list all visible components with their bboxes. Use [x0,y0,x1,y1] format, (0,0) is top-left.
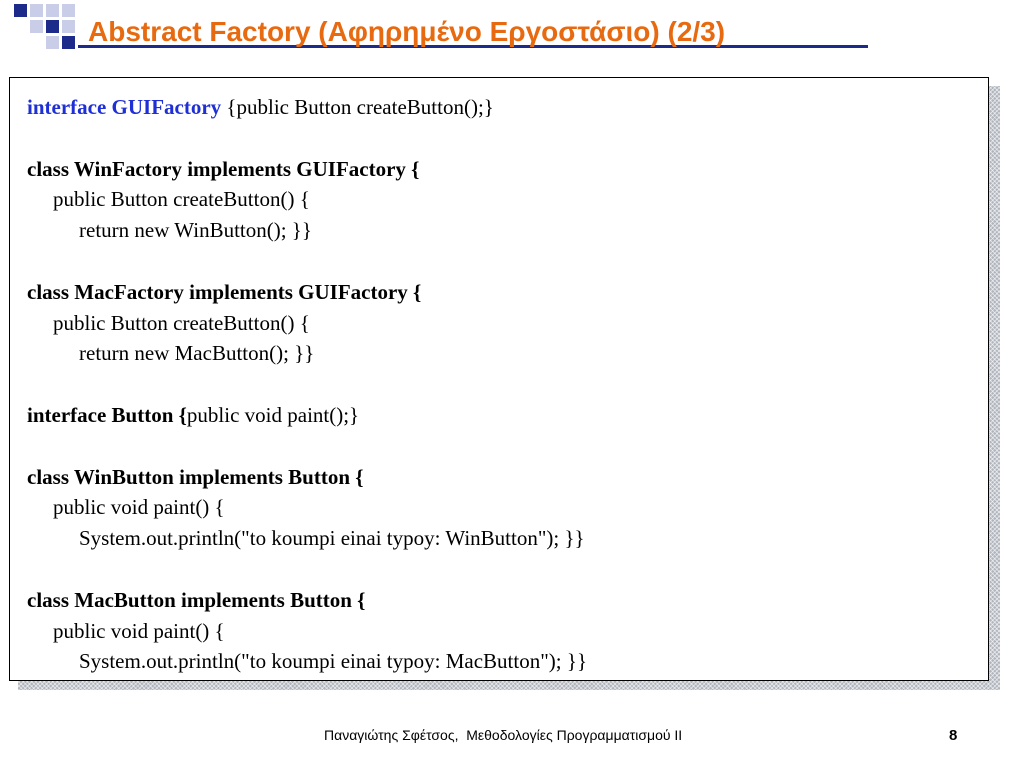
code-line: public void paint() { [53,618,225,643]
code-line: System.out.println("to koumpi einai typo… [79,526,585,551]
code-blank-line [27,369,587,400]
code-listing: interface GUIFactory {public Button crea… [27,92,587,677]
code-keyword: interface GUIFactory [27,95,222,119]
title-band [78,17,868,47]
code-line: public Button createButton() { [53,310,310,335]
code-text: {public Button createButton();} [221,95,494,119]
corner-decoration [14,4,75,49]
code-line: class MacFactory implements GUIFactory { [27,279,422,304]
code-line: return new WinButton(); }} [79,218,312,243]
code-line: return new MacButton(); }} [79,341,315,366]
code-line: class WinButton implements Button { [27,464,364,489]
code-line: System.out.println("to koumpi einai typo… [79,649,588,674]
slide-title: Abstract Factory (Αφηρημένο Εργοστάσιο) … [88,16,726,47]
code-keyword: interface Button { [27,402,187,427]
code-blank-line [27,246,587,277]
code-blank-line [27,554,587,585]
code-line: class WinFactory implements GUIFactory { [27,156,420,181]
code-box: interface GUIFactory {public Button crea… [9,77,989,681]
code-line: interface GUIFactory {public Button crea… [27,92,587,123]
title-underline [78,45,868,48]
code-line: public void paint() { [53,495,225,520]
code-line: interface Button {public void paint();} [27,400,587,431]
code-text: public void paint();} [186,402,360,427]
code-blank-line [27,431,587,462]
page-number: 8 [949,727,958,744]
code-line: class MacButton implements Button { [27,587,366,612]
code-blank-line [27,123,587,154]
code-line: public Button createButton() { [53,187,310,212]
footer-author-course: Παναγιώτης Σφέτσος, Μεθοδολογίες Προγραμ… [324,727,683,743]
